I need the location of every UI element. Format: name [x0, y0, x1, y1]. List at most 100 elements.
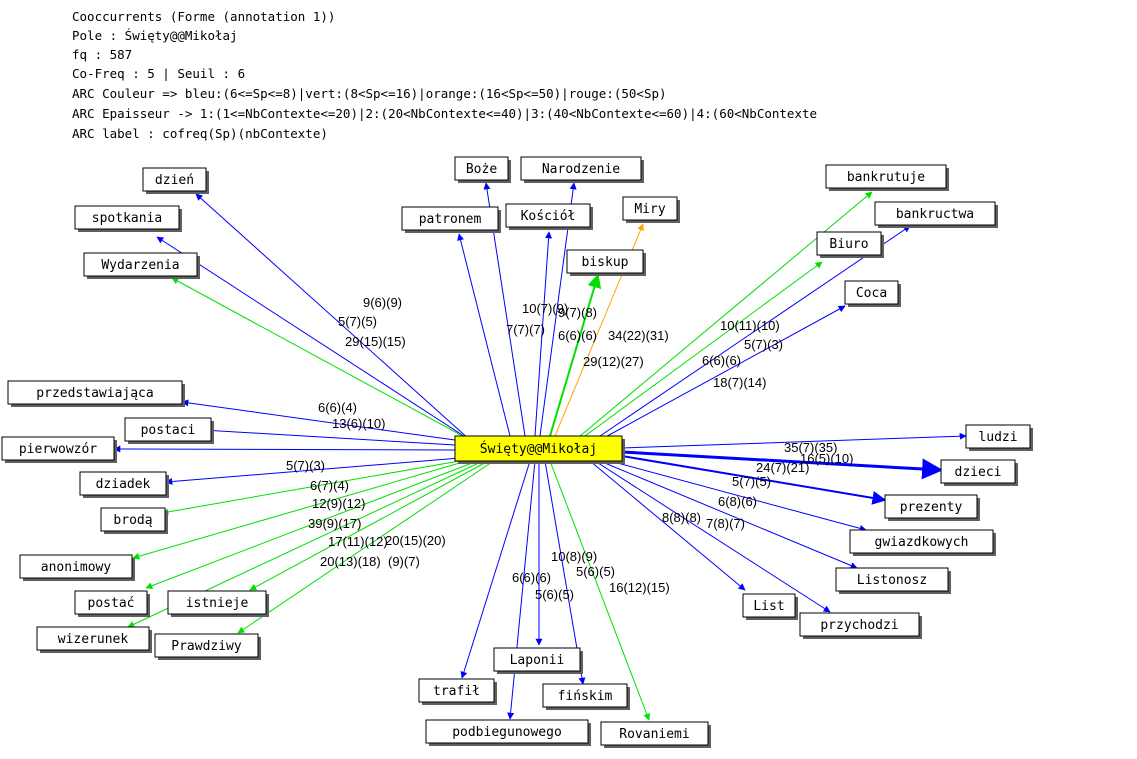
edge-label-prezenty: 5(7)(5): [732, 474, 771, 489]
edge-biskup: [549, 273, 602, 437]
node-przedstawiajaca[interactable]: przedstawiająca: [7, 380, 185, 407]
center-node[interactable]: Święty@@Mikołaj: [454, 435, 625, 464]
edge-label-bankructwa: 6(6)(6): [558, 328, 597, 343]
node-coca[interactable]: Coca: [844, 280, 901, 307]
edge-label-trafil: 10(8)(9): [551, 549, 597, 564]
node-box: [884, 494, 978, 519]
edge-label-miry: 29(12)(27): [583, 354, 644, 369]
node-boze[interactable]: Boże: [454, 156, 511, 183]
node-label: Narodzenie: [542, 162, 620, 177]
edge-label-laponii: 6(6)(6): [512, 570, 551, 585]
node-anonimowy[interactable]: anonimowy: [19, 554, 135, 581]
edge-label-podbiegunowego: 5(6)(5): [535, 587, 574, 602]
node-istnieje[interactable]: istnieje: [167, 590, 269, 617]
edge-ludzi: [621, 432, 967, 449]
node-prezenty[interactable]: prezenty: [884, 494, 980, 521]
node-box: [19, 554, 133, 579]
node-box: [816, 231, 882, 256]
node-label: gwiazdkowych: [875, 535, 969, 550]
node-box: [74, 205, 180, 230]
node-box: [100, 507, 166, 532]
node-gwiazdkowych[interactable]: gwiazdkowych: [849, 529, 996, 556]
node-bankructwa[interactable]: bankructwa: [874, 201, 998, 228]
node-box: [124, 417, 212, 442]
edge-przedstawiajaca: [181, 399, 456, 441]
node-label: Boże: [466, 162, 497, 177]
header: Cooccurrents (Forme (annotation 1)) Pole…: [72, 9, 817, 141]
edge-kosciol: [534, 231, 553, 437]
edge-postac: [145, 459, 481, 590]
node-label: postaci: [141, 423, 196, 438]
edge-dzieci: [621, 450, 944, 480]
node-finskim[interactable]: fińskim: [542, 683, 630, 710]
node-label: anonimowy: [41, 560, 112, 575]
node-przychodzi[interactable]: przychodzi: [799, 612, 922, 639]
node-bankrutuje[interactable]: bankrutuje: [825, 164, 949, 191]
node-broda[interactable]: brodą: [100, 507, 168, 534]
edge-label-finskim: 5(6)(5): [576, 564, 615, 579]
edge-gwiazdkowych: [609, 460, 867, 532]
node-prawdziwy[interactable]: Prawdziwy: [154, 633, 261, 660]
node-box: [425, 719, 589, 744]
node-label: bankrutuje: [847, 170, 925, 185]
header-title: Cooccurrents (Forme (annotation 1)): [72, 9, 335, 24]
node-label: prezenty: [900, 500, 963, 515]
node-pierwowzor[interactable]: pierwowzór: [1, 436, 117, 463]
edge-spotkania: [156, 236, 471, 441]
edge-label-listonosz: 8(8)(8): [662, 510, 701, 525]
node-box: [940, 459, 1016, 484]
node-box: [454, 156, 509, 181]
node-podbiegunowego[interactable]: podbiegunowego: [425, 719, 591, 746]
node-box: [825, 164, 947, 189]
node-dzien[interactable]: dzień: [142, 167, 209, 194]
node-wydarzenia[interactable]: Wydarzenia: [83, 252, 200, 279]
node-listonosz[interactable]: Listonosz: [835, 567, 951, 594]
node-trafil[interactable]: trafił: [418, 678, 497, 705]
header-fq: fq : 587: [72, 47, 132, 62]
edge-label-dzien: 9(6)(9): [363, 295, 402, 310]
node-postac[interactable]: postać: [74, 590, 150, 617]
node-box: [154, 633, 259, 658]
edge-istnieje: [249, 459, 491, 591]
node-label: Prawdziwy: [171, 639, 242, 654]
node-list[interactable]: List: [742, 593, 798, 620]
edge-label-istnieje: 17(11)(12): [328, 534, 388, 549]
node-label: Miry: [634, 202, 665, 217]
header-arc-label: ARC label : cofreq(Sp)(nbContexte): [72, 126, 328, 141]
edge-prawdziwy: [237, 459, 496, 634]
node-label: Kościół: [521, 209, 576, 224]
edge-label-dziadek: 5(7)(3): [286, 458, 325, 473]
node-biuro[interactable]: Biuro: [816, 231, 884, 258]
node-biskup[interactable]: biskup: [566, 249, 646, 276]
node-label: trafił: [433, 684, 480, 699]
node-box: [1, 436, 115, 461]
node-laponii[interactable]: Laponii: [493, 647, 583, 674]
node-box: [79, 471, 167, 496]
node-patronem[interactable]: patronem: [401, 206, 501, 233]
node-ludzi[interactable]: ludzi: [965, 424, 1033, 451]
edge-label-extra: 6(6)(6): [702, 353, 741, 368]
node-kosciol[interactable]: Kościół: [505, 203, 593, 230]
node-box: [36, 626, 150, 651]
node-label: dzień: [155, 173, 194, 188]
node-dzieci[interactable]: dzieci: [940, 459, 1018, 486]
edge-label-prawdziwy: 20(13)(18): [320, 554, 381, 569]
edge-dziadek: [165, 457, 461, 485]
node-label: wizerunek: [58, 632, 129, 647]
node-wizerunek[interactable]: wizerunek: [36, 626, 152, 653]
edge-label-list: 7(8)(7): [706, 516, 745, 531]
node-miry[interactable]: Miry: [622, 196, 680, 223]
node-label: podbiegunowego: [452, 725, 562, 740]
node-box: [142, 167, 207, 192]
node-narodzenie[interactable]: Narodzenie: [520, 156, 644, 183]
node-label: ludzi: [978, 430, 1017, 445]
edge-anonimowy: [132, 459, 471, 560]
node-box: [622, 196, 678, 221]
node-label: istnieje: [186, 596, 249, 611]
node-postaci[interactable]: postaci: [124, 417, 214, 444]
node-rovaniemi[interactable]: Rovaniemi: [600, 721, 711, 748]
node-dziadek[interactable]: dziadek: [79, 471, 169, 498]
node-spotkania[interactable]: spotkania: [74, 205, 182, 232]
node-box: [835, 567, 949, 592]
